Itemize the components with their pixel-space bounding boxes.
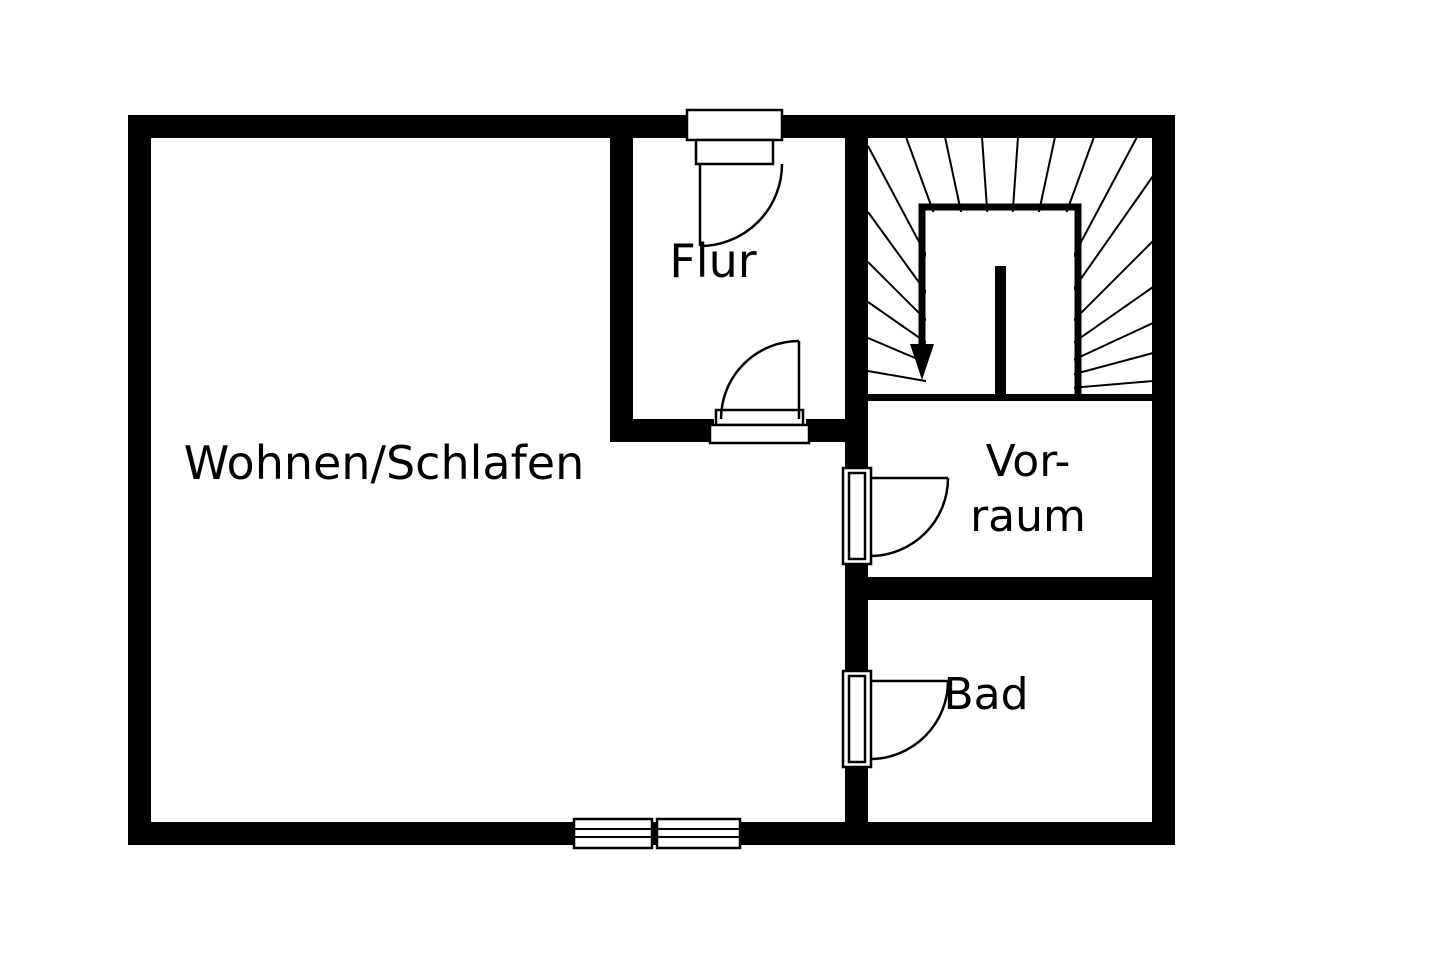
entrance-door-frame-inner [694, 138, 775, 166]
bath-door-swing-arc [869, 680, 950, 761]
bath-door [841, 669, 950, 769]
entrance-door-frame-outer [685, 108, 784, 142]
staircase [867, 136, 1154, 398]
anteroom-bath-divider-wall [845, 577, 1152, 600]
outer-walls [128, 115, 1175, 845]
window-right-frame [655, 817, 742, 850]
entrance-door [685, 108, 784, 248]
hall-label: Flur [669, 234, 756, 288]
stair-center-rail [995, 266, 1006, 396]
window-right [655, 817, 742, 850]
bath-label: Bad [943, 669, 1028, 720]
anteroom-label-line2: raum [970, 491, 1086, 542]
bath-door-frame-inner [847, 674, 867, 764]
anteroom-door [841, 466, 950, 566]
hall-door [708, 339, 811, 445]
living-room-label: Wohnen/Schlafen [184, 436, 584, 490]
outer-wall-left [128, 115, 151, 845]
stairs-bottom-edge [868, 394, 1152, 401]
anteroom-label-line1: Vor- [986, 436, 1071, 487]
entrance-door-swing-arc [699, 163, 784, 248]
stair-walk-line [918, 203, 1082, 398]
window-left-frame [572, 817, 654, 850]
bottom-windows [572, 817, 742, 850]
hall-door-sill-lower [708, 423, 811, 445]
anteroom-door-frame-inner [847, 471, 867, 561]
stair-direction-arrow-icon [910, 344, 934, 380]
window-left [572, 817, 654, 850]
hall-door-swing-arc [719, 339, 800, 420]
anteroom-door-swing-arc [869, 477, 950, 558]
outer-wall-right [1152, 115, 1175, 845]
hall-door-sill-upper [714, 408, 805, 427]
room-labels: Wohnen/Schlafen Flur Vor- raum Bad [184, 234, 1086, 720]
outer-wall-top [128, 115, 1175, 138]
hall-left-wall [610, 138, 633, 442]
